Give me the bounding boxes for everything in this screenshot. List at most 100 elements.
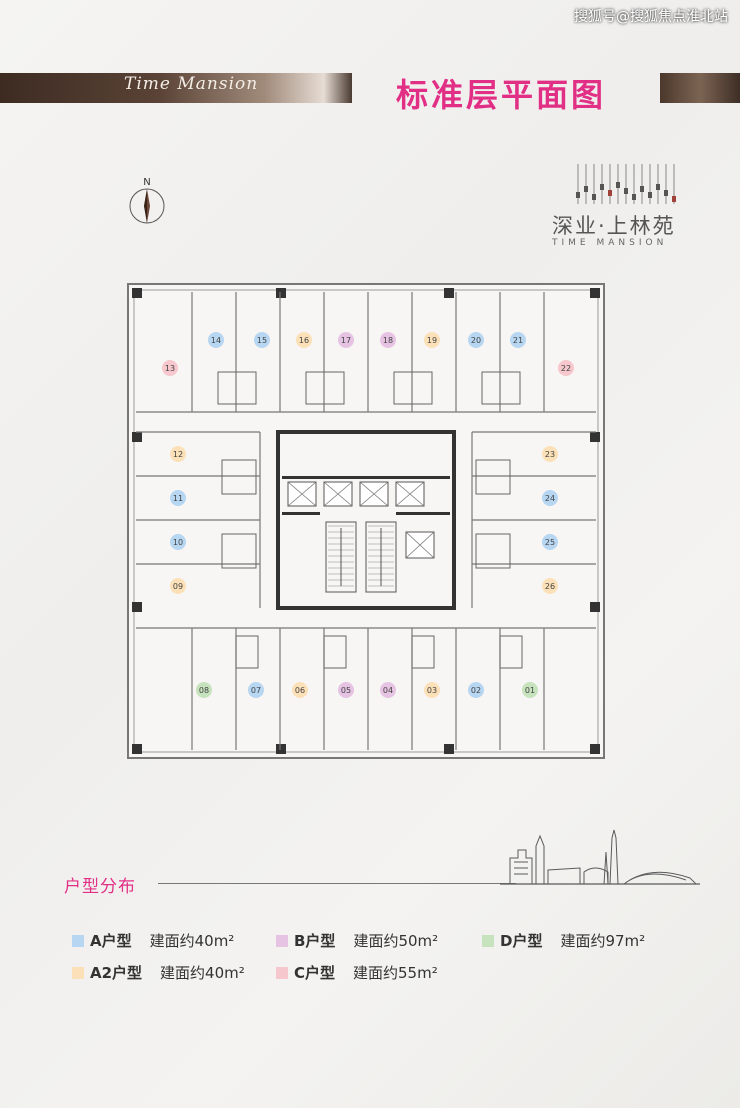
unit-dot	[542, 578, 558, 594]
unit-marker: 03	[424, 682, 440, 698]
banner-bar	[0, 73, 352, 103]
unit-marker: 01	[522, 682, 538, 698]
unit-number: 06	[295, 686, 305, 695]
unit-dot	[510, 332, 526, 348]
legend-swatch	[482, 934, 494, 947]
unit-dot	[170, 446, 186, 462]
legend-type-name: A户型	[90, 932, 132, 950]
unit-marker: 19	[424, 332, 440, 348]
legend-swatch	[72, 966, 84, 979]
legend-type-name: D户型	[500, 932, 543, 950]
brand-bars-icon	[576, 164, 676, 204]
unit-number: 05	[341, 686, 351, 695]
unit-number: 16	[299, 336, 309, 345]
unit-number: 25	[545, 538, 555, 547]
legend-area: 建面约50m²	[353, 932, 439, 950]
unit-marker: 13	[162, 360, 178, 376]
unit-marker: 10	[170, 534, 186, 550]
banner-script-logo: Time Mansion	[124, 74, 259, 94]
unit-number: 22	[561, 364, 571, 373]
legend-swatch	[276, 934, 288, 947]
unit-marker: 18	[380, 332, 396, 348]
unit-marker: 15	[254, 332, 270, 348]
unit-marker: 26	[542, 578, 558, 594]
compass-label: N	[143, 177, 150, 188]
unit-dot	[208, 332, 224, 348]
unit-dot	[468, 682, 484, 698]
unit-dot	[296, 332, 312, 348]
unit-marker: 25	[542, 534, 558, 550]
unit-dot	[248, 682, 264, 698]
unit-dot	[558, 360, 574, 376]
brand-name: 深业·上林苑	[552, 214, 676, 238]
banner-bar-right	[660, 73, 740, 103]
unit-marker: 09	[170, 578, 186, 594]
unit-number: 15	[257, 336, 267, 345]
legend-item-c: C户型 建面约55m²	[276, 962, 438, 983]
unit-marker: 23	[542, 446, 558, 462]
skyline-icon	[500, 829, 700, 885]
unit-dot	[380, 332, 396, 348]
legend-divider	[158, 883, 516, 884]
unit-number: 04	[383, 686, 393, 695]
unit-dot	[338, 682, 354, 698]
unit-dot	[162, 360, 178, 376]
unit-dot	[254, 332, 270, 348]
unit-number: 26	[545, 582, 555, 591]
unit-number: 09	[173, 582, 183, 591]
unit-number: 19	[427, 336, 437, 345]
unit-marker: 08	[196, 682, 212, 698]
unit-number: 08	[199, 686, 209, 695]
floor-plan: 01 02 03 04 05 06 07 08 09 10 11 12 13 14 15 16 17 18 19 20…	[127, 283, 605, 759]
legend-type-name: C户型	[294, 964, 336, 982]
unit-dot	[292, 682, 308, 698]
unit-dot	[424, 682, 440, 698]
unit-number: 17	[341, 336, 351, 345]
unit-marker: 04	[380, 682, 396, 698]
unit-marker: 12	[170, 446, 186, 462]
unit-marker: 16	[296, 332, 312, 348]
legend-type-name: A2户型	[90, 964, 143, 982]
page-title: 标准层平面图	[396, 76, 607, 114]
unit-dot	[424, 332, 440, 348]
legend-area: 建面约40m²	[160, 964, 245, 982]
unit-marker: 11	[170, 490, 186, 506]
unit-marker: 17	[338, 332, 354, 348]
unit-marker: 20	[468, 332, 484, 348]
legend-type-name: B户型	[294, 932, 336, 950]
unit-marker: 05	[338, 682, 354, 698]
legend-swatch	[276, 966, 288, 979]
unit-number: 10	[173, 538, 183, 547]
unit-number: 14	[211, 336, 221, 345]
unit-dot	[196, 682, 212, 698]
unit-dot	[542, 490, 558, 506]
legend-title: 户型分布	[64, 877, 136, 897]
unit-dot	[170, 490, 186, 506]
unit-number: 12	[173, 450, 183, 459]
brand-sub: TIME MANSION	[552, 238, 668, 248]
unit-number: 13	[165, 364, 175, 373]
unit-number: 18	[383, 336, 393, 345]
unit-number: 02	[471, 686, 481, 695]
unit-dot	[468, 332, 484, 348]
legend-area: 建面约97m²	[560, 932, 646, 950]
unit-dot	[338, 332, 354, 348]
unit-dot	[170, 578, 186, 594]
unit-number: 23	[545, 450, 555, 459]
unit-marker: 14	[208, 332, 224, 348]
unit-marker: 02	[468, 682, 484, 698]
unit-number: 24	[545, 494, 555, 503]
legend-swatch	[72, 934, 84, 947]
unit-number: 07	[251, 686, 261, 695]
unit-dot	[170, 534, 186, 550]
legend-area: 建面约40m²	[149, 932, 235, 950]
legend-item-b: B户型 建面约50m²	[276, 930, 438, 951]
unit-marker: 22	[558, 360, 574, 376]
unit-dot	[542, 534, 558, 550]
unit-number: 20	[471, 336, 481, 345]
compass-icon: N	[129, 177, 165, 224]
unit-number: 01	[525, 686, 535, 695]
unit-dot	[522, 682, 538, 698]
unit-marker: 21	[510, 332, 526, 348]
